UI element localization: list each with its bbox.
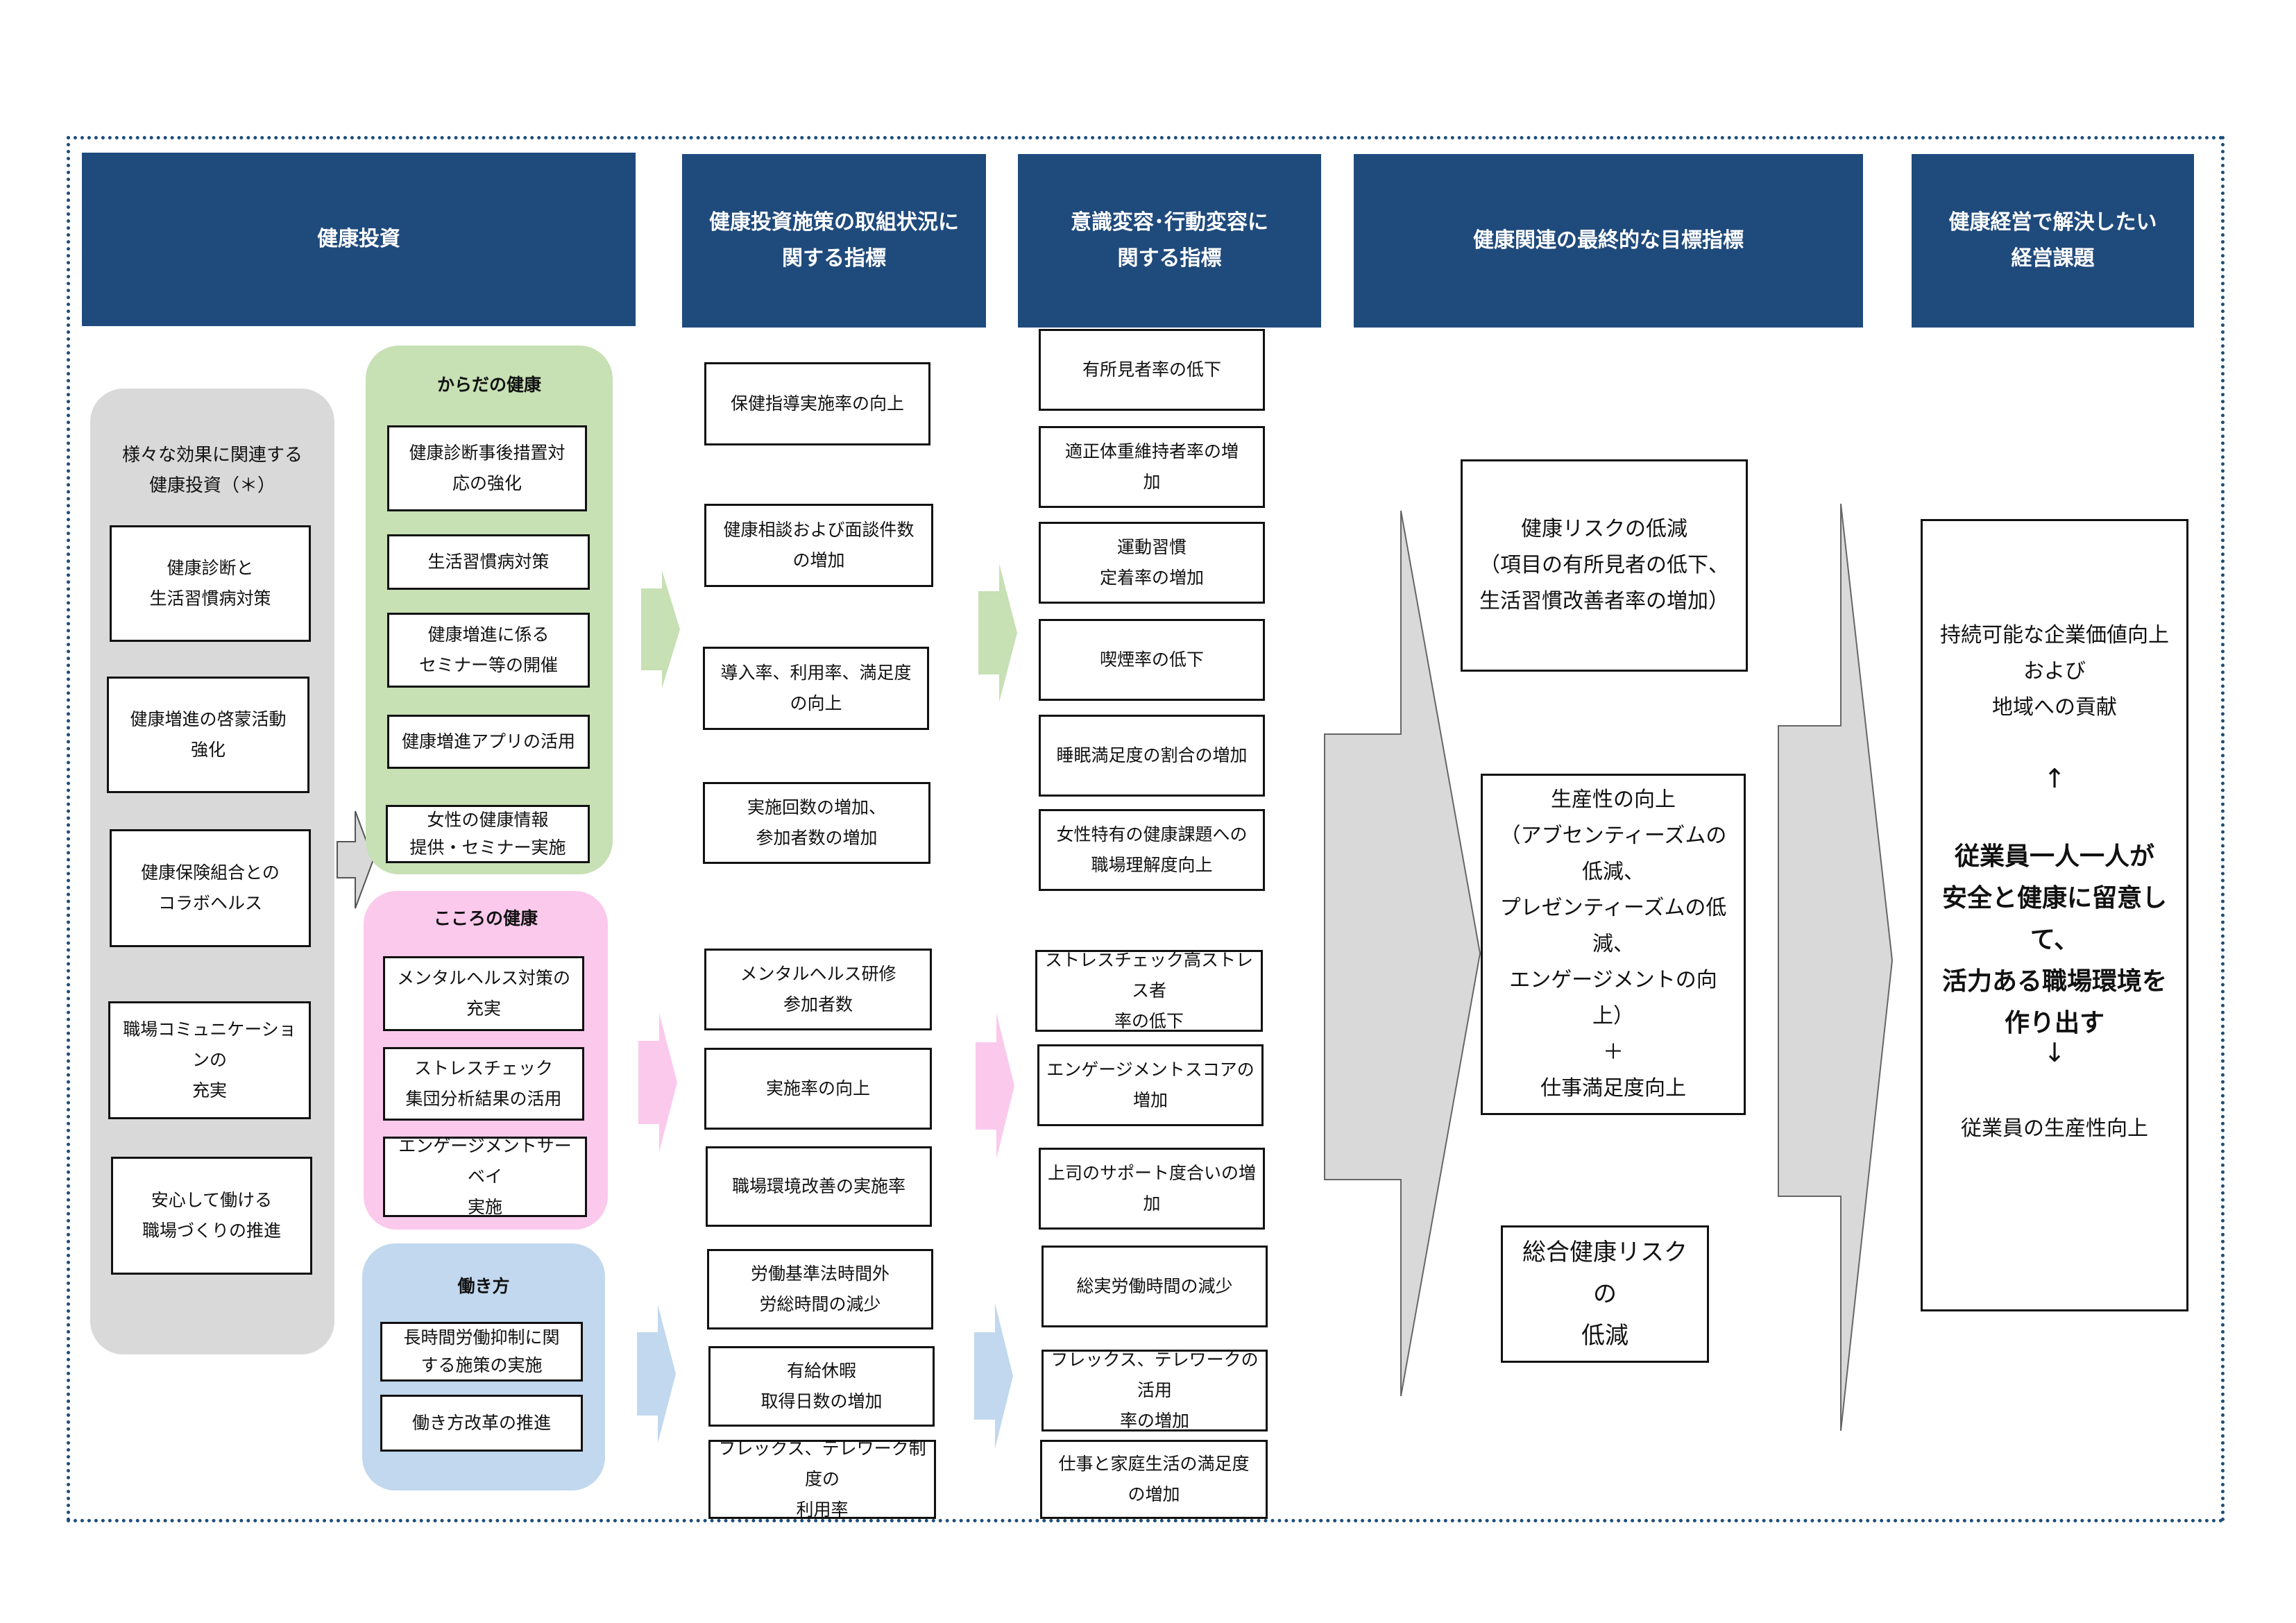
body-group-item: 生活習慣病対策 [387,534,590,590]
behavior-indicator: 上司のサポート度合いの増 加 [1039,1148,1265,1230]
management-value-text: 持続可能な企業価値向上 および 地域への貢献 [1940,623,2169,720]
header-measure-indicators: 健康投資施策の取組状況に 関する指標 [682,154,986,328]
behavior-indicator: 睡眠満足度の割合の増加 [1039,715,1265,797]
group-work-title: 働き方 [457,1276,510,1296]
measure-indicator: 労働基準法時間外 労総時間の減少 [707,1249,933,1329]
behavior-indicator: 運動習慣 定着率の増加 [1039,522,1265,604]
measure-indicator: メンタルヘルス研修 参加者数 [704,949,932,1030]
work-group-item: 働き方改革の推進 [380,1395,583,1452]
group-mind-title: こころの健康 [433,908,538,928]
behavior-indicator: 喫煙率の低下 [1039,619,1265,701]
goal-health-risk: 健康リスクの低減 （項目の有所見者の低下、 生活習慣改善者率の増加） [1461,459,1748,672]
measure-indicator: 保健指導実施率の向上 [704,362,930,445]
behavior-indicator: ストレスチェック高ストレス者 率の低下 [1035,950,1263,1032]
investment-item: 健康増進の啓蒙活動 強化 [107,677,309,793]
investment-item: 健康診断と 生活習慣病対策 [110,525,311,642]
body-group-item: 健康増進に係る セミナー等の開催 [387,613,590,688]
investment-item: 安心して働ける 職場づくりの推進 [111,1157,312,1275]
investment-item: 健康保険組合との コラボヘルス [110,829,311,947]
investment-to-groups-arrow [337,810,375,909]
mind-arrow-2 [976,1013,1014,1159]
measure-indicator: 職場環境改善の実施率 [706,1146,932,1227]
header-management-issues: 健康経営で解決したい 経営課題 [1912,154,2194,328]
measure-indicator: 健康相談および面談件数 の増加 [704,504,933,587]
management-productivity-text: 従業員の生産性向上 [1961,1116,2148,1141]
investment-panel-title: 様々な効果に関連する 健康投資（＊） [121,445,303,496]
behavior-indicator: 仕事と家庭生活の満足度 の増加 [1040,1440,1268,1519]
work-group-item: 長時間労働抑制に関 する施策の実施 [380,1322,583,1382]
mind-arrow-1 [638,1013,677,1152]
management-issue-box [1921,519,2188,1311]
body-arrow-2 [978,563,1017,702]
management-core-text: 従業員一人一人が 安全と健康に留意して、 活力ある職場環境を 作り出す [1941,842,2167,1037]
big-arrow-to-goals [1324,510,1481,1397]
measure-indicator: 有給休暇 取得日数の増加 [708,1346,935,1427]
body-group-item: 健康増進アプリの活用 [387,715,590,769]
big-arrow-to-management [1778,503,1894,1431]
behavior-indicator: 適正体重維持者率の増 加 [1039,426,1265,508]
measure-indicator: 導入率、利用率、満足度 の向上 [703,647,929,730]
goal-productivity: 生産性の向上 （アブセンティーズムの低減、 プレゼンティーズムの低減、 エンゲー… [1481,774,1746,1115]
up-arrow-icon: ↑ [2043,763,2066,794]
behavior-indicator: 総実労働時間の減少 [1041,1246,1268,1327]
group-body-title: からだの健康 [436,375,541,395]
investment-item: 職場コミュニケーションの 充実 [108,1001,311,1119]
behavior-indicator: 女性特有の健康課題への 職場理解度向上 [1039,809,1265,891]
measure-indicator: 実施回数の増加、 参加者数の増加 [703,782,930,864]
header-behavior-indicators: 意識変容･行動変容に 関する指標 [1018,154,1321,328]
diagram-frame [67,136,2225,1522]
mind-group-item: エンゲージメントサーベイ 実施 [383,1136,587,1217]
body-group-item: 健康診断事後措置対 応の強化 [387,425,587,511]
measure-indicator: フレックス、テレワーク制度の 利用率 [708,1438,936,1520]
work-arrow-1 [637,1305,676,1443]
behavior-indicator: エンゲージメントスコアの 増加 [1037,1044,1264,1126]
down-arrow-icon: ↓ [2043,1037,2066,1068]
body-group-item: 女性の健康情報 提供・セミナー実施 [386,805,590,863]
body-arrow-1 [641,570,680,688]
work-arrow-2 [974,1303,1013,1449]
goal-total-health-risk: 総合健康リスクの 低減 [1501,1225,1709,1363]
mind-group-item: ストレスチェック 集団分析結果の活用 [383,1047,584,1121]
behavior-indicator: 有所見者率の低下 [1039,329,1265,411]
behavior-indicator: フレックス、テレワークの活用 率の増加 [1041,1350,1268,1431]
header-final-goals: 健康関連の最終的な目標指標 [1354,154,1863,328]
mind-group-item: メンタルヘルス対策の 充実 [383,956,584,1031]
header-investment: 健康投資 [82,153,636,326]
measure-indicator: 実施率の向上 [704,1048,932,1130]
